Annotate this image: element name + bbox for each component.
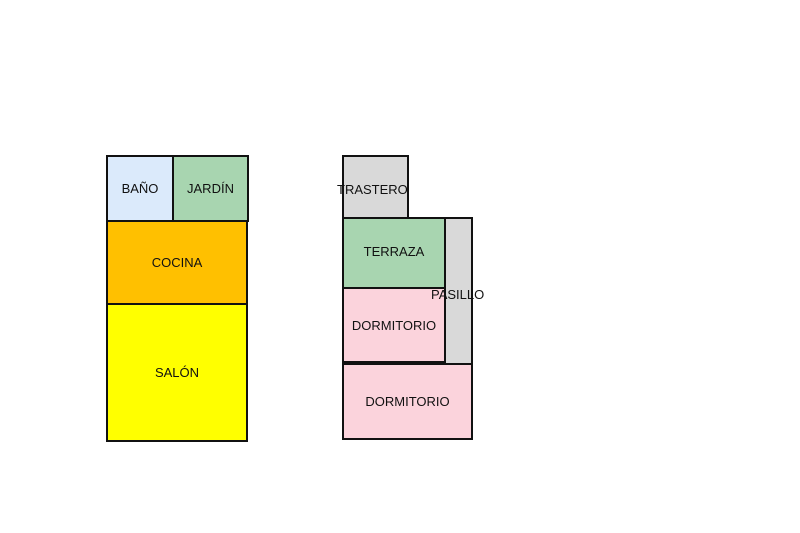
- room-jardin: JARDÍN: [172, 155, 249, 222]
- room-dormitorio-1: DORMITORIO: [342, 287, 446, 363]
- room-trastero: [342, 155, 409, 219]
- room-bano: BAÑO: [106, 155, 174, 222]
- room-label: DORMITORIO: [351, 317, 437, 333]
- room-terraza: TERRAZA: [342, 217, 446, 289]
- room-label: DORMITORIO: [365, 394, 450, 409]
- room-label: SALÓN: [154, 365, 200, 380]
- room-label: TERRAZA: [363, 243, 425, 259]
- room-label: BAÑO: [121, 181, 159, 196]
- room-cocina: COCINA: [106, 220, 248, 305]
- pasillo-label: PASILLO: [431, 287, 485, 302]
- room-label: COCINA: [151, 255, 203, 270]
- room-dormitorio-2: DORMITORIO: [342, 363, 473, 440]
- room-label: JARDÍN: [187, 181, 234, 196]
- trastero-label: TRASTERO: [337, 182, 408, 197]
- room-salon: SALÓN: [106, 303, 248, 442]
